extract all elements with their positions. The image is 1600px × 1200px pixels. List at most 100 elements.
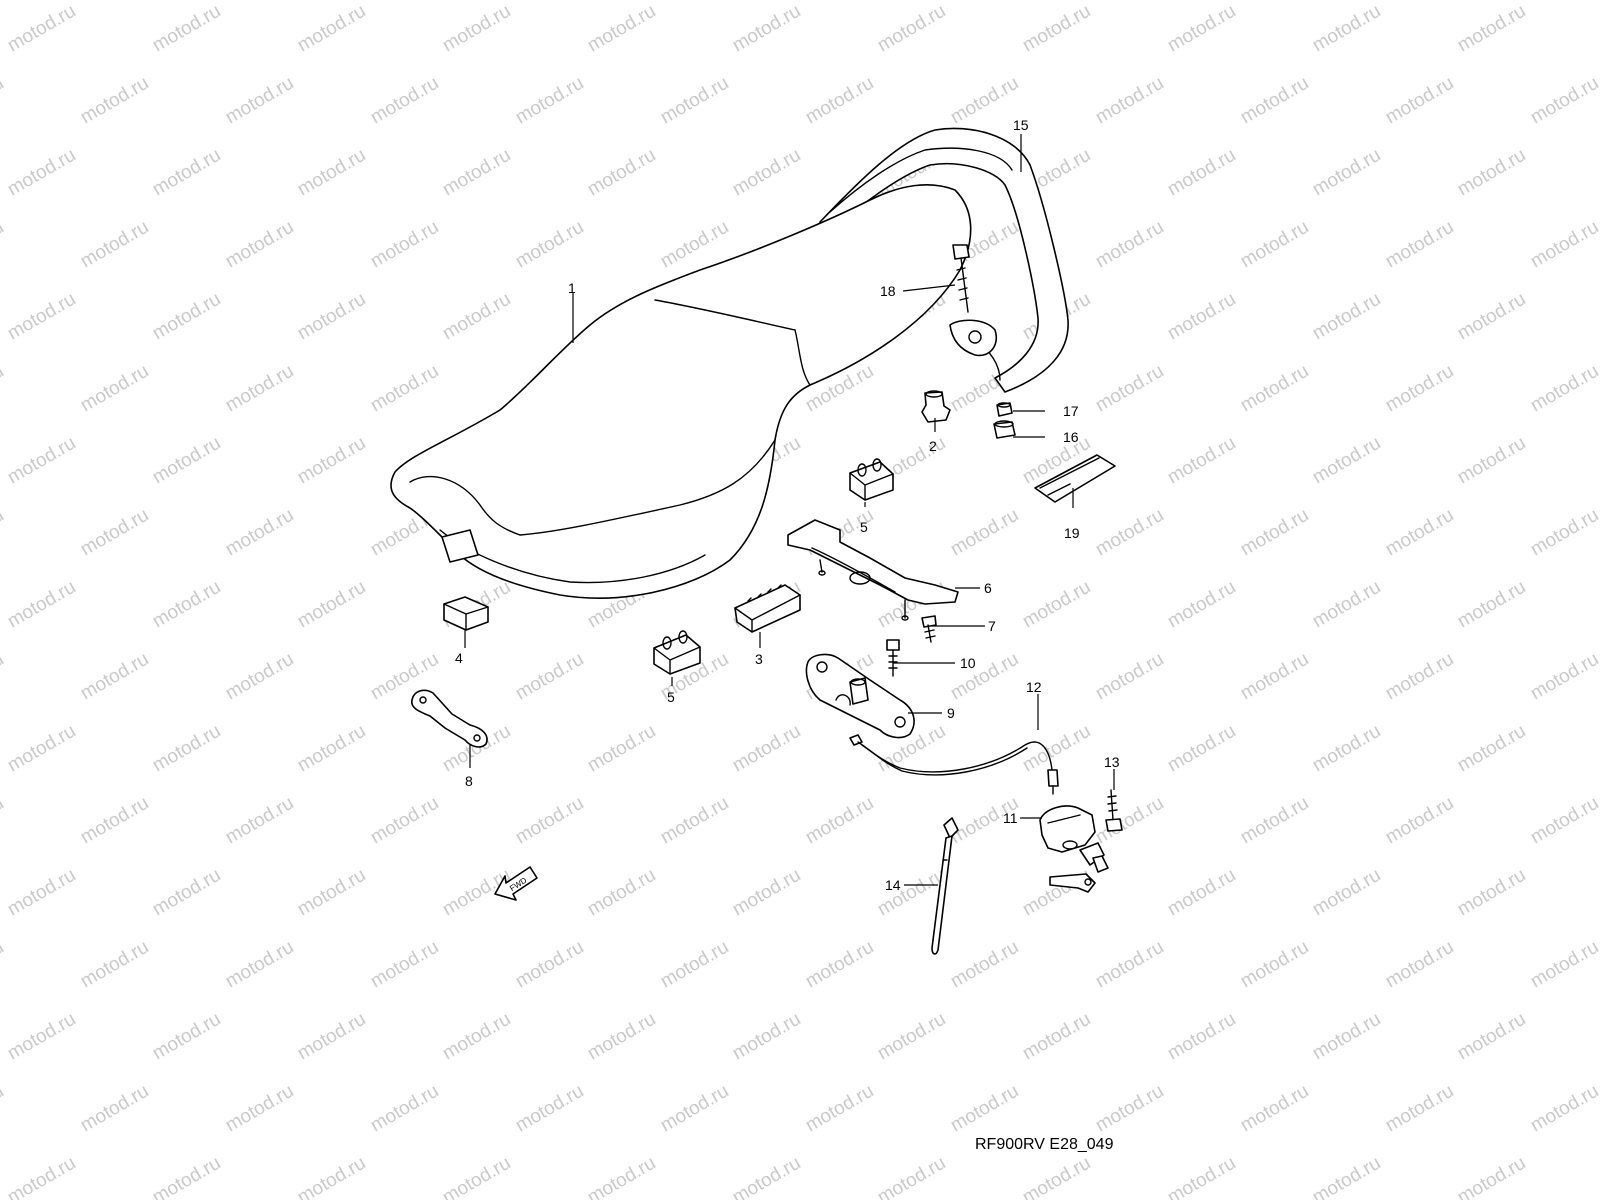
watermark-text: motod.ru <box>1309 865 1384 921</box>
watermark-text: motod.ru <box>149 145 224 201</box>
watermark-text: motod.ru <box>1237 793 1312 849</box>
watermark-text: motod.ru <box>1237 361 1312 417</box>
watermark-text: motod.ru <box>439 1009 514 1065</box>
watermark-text: motod.ru <box>1092 1081 1167 1137</box>
watermark-text: motod.ru <box>1237 1081 1312 1137</box>
watermark-text: motod.ru <box>584 1 659 57</box>
watermark-text: motod.ru <box>1309 1 1384 57</box>
watermark-text: motod.ru <box>222 505 297 561</box>
watermark-text: motod.ru <box>0 793 7 849</box>
watermark-text: motod.ru <box>294 577 369 633</box>
watermark-text: motod.ru <box>1382 361 1457 417</box>
watermark-text: motod.ru <box>584 865 659 921</box>
watermark-text: motod.ru <box>1019 1 1094 57</box>
watermark-text: motod.ru <box>294 1 369 57</box>
part-6-bracket <box>787 519 959 621</box>
watermark-text: motod.ru <box>512 1081 587 1137</box>
watermark-text: motod.ru <box>439 289 514 345</box>
watermark-text: motod.ru <box>4 1009 79 1065</box>
part-7-bolt <box>921 615 937 643</box>
watermark-text: motod.ru <box>4 1 79 57</box>
leader-lines <box>464 134 1115 886</box>
watermark-text: motod.ru <box>149 289 224 345</box>
watermark-text: motod.ru <box>947 649 1022 705</box>
watermark-text: motod.ru <box>1454 577 1529 633</box>
watermark-text: motod.ru <box>367 73 442 129</box>
watermark-text: motod.ru <box>222 1081 297 1137</box>
watermark-text: motod.ru <box>439 1 514 57</box>
watermark-text: motod.ru <box>1454 721 1529 777</box>
part-18-bolt <box>952 244 970 313</box>
callout-15: 15 <box>1013 117 1029 133</box>
watermark-text: motod.ru <box>149 1 224 57</box>
watermark-text: motod.ru <box>1019 865 1094 921</box>
watermark-text: motod.ru <box>1454 289 1529 345</box>
part-13-screw <box>1105 789 1123 832</box>
watermark-text: motod.ru <box>657 1081 732 1137</box>
watermark-text: motod.ru <box>0 937 7 993</box>
watermark-text: motod.ru <box>1527 505 1600 561</box>
watermark-text: motod.ru <box>77 217 152 273</box>
watermark-text: motod.ru <box>1382 649 1457 705</box>
watermark-text: motod.ru <box>149 577 224 633</box>
part-8-bracket <box>410 689 488 748</box>
watermark-text: motod.ru <box>1164 865 1239 921</box>
watermark-text: motod.ru <box>367 361 442 417</box>
part-3-damper <box>734 584 801 633</box>
watermark-text: motod.ru <box>0 217 7 273</box>
callout-5b: 5 <box>667 689 675 705</box>
watermark-text: motod.ru <box>802 937 877 993</box>
watermark-text: motod.ru <box>802 1081 877 1137</box>
watermark-text: motod.ru <box>1454 865 1529 921</box>
watermark-text: motod.ru <box>4 865 79 921</box>
part-17-collar <box>996 402 1013 417</box>
callout-10: 10 <box>960 655 976 671</box>
callout-2: 2 <box>929 438 937 454</box>
watermark-text: motod.ru <box>512 217 587 273</box>
watermark-text: motod.ru <box>947 937 1022 993</box>
watermark-text: motod.ru <box>1527 1081 1600 1137</box>
callout-1: 1 <box>568 280 576 296</box>
watermark-text: motod.ru <box>584 1153 659 1200</box>
callout-7: 7 <box>988 618 996 634</box>
watermark-text: motod.ru <box>4 577 79 633</box>
part-15-tail-handle <box>819 127 1069 393</box>
watermark-text: motod.ru <box>584 145 659 201</box>
watermark-text: motod.ru <box>294 721 369 777</box>
callout-18: 18 <box>880 283 896 299</box>
watermark-text: motod.ru <box>1164 721 1239 777</box>
watermark-text: motod.ru <box>874 1009 949 1065</box>
watermark-text: motod.ru <box>367 937 442 993</box>
callout-9: 9 <box>947 705 955 721</box>
watermark-text: motod.ru <box>4 289 79 345</box>
watermark-text: motod.ru <box>1454 1153 1529 1200</box>
watermark-text: motod.ru <box>1454 1009 1529 1065</box>
watermark-text: motod.ru <box>802 793 877 849</box>
watermark-text: motod.ru <box>222 217 297 273</box>
watermark-text: motod.ru <box>149 865 224 921</box>
watermark-text: motod.ru <box>1164 1 1239 57</box>
watermark-text: motod.ru <box>0 361 7 417</box>
watermark-text: motod.ru <box>1382 793 1457 849</box>
watermark-text: motod.ru <box>1092 937 1167 993</box>
callout-12: 12 <box>1026 679 1042 695</box>
watermark-text: motod.ru <box>584 721 659 777</box>
watermark-text: motod.ru <box>1309 145 1384 201</box>
watermark-text: motod.ru <box>77 649 152 705</box>
watermark-text: motod.ru <box>222 649 297 705</box>
watermark-text: motod.ru <box>294 145 369 201</box>
part-4-cushion <box>443 596 489 631</box>
watermark-text: motod.ru <box>439 145 514 201</box>
callout-3: 3 <box>755 651 763 667</box>
part-1-seat <box>390 184 972 599</box>
watermark-text: motod.ru <box>1309 577 1384 633</box>
watermark-text: motod.ru <box>512 937 587 993</box>
part-14-lock-stay <box>931 817 959 955</box>
watermark-text: motod.ru <box>1092 649 1167 705</box>
watermark-text: motod.ru <box>0 649 7 705</box>
watermark-text: motod.ru <box>222 937 297 993</box>
watermark-text: motod.ru <box>512 73 587 129</box>
watermark-text: motod.ru <box>512 793 587 849</box>
watermark-text: motod.ru <box>729 865 804 921</box>
